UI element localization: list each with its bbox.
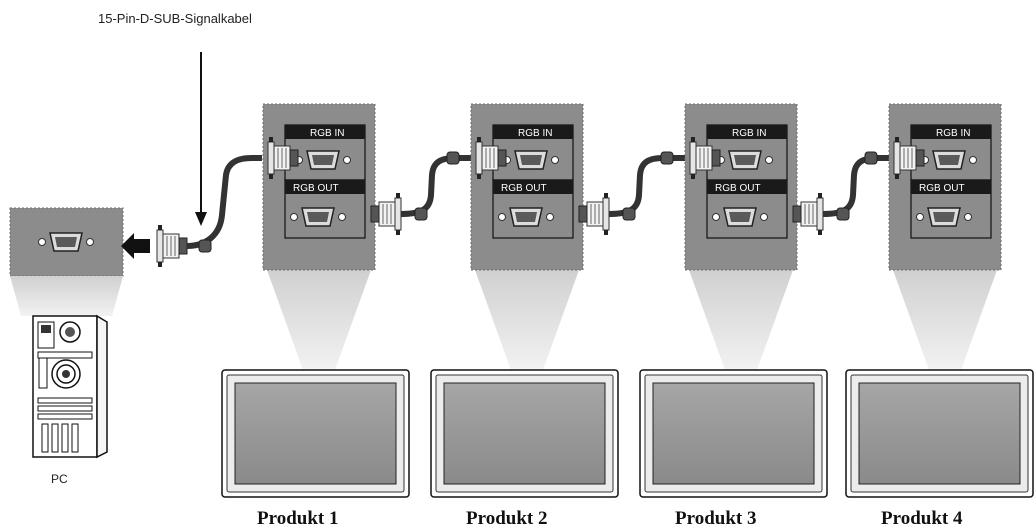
- daisy-chain-cable: [608, 155, 685, 217]
- pc-port-panel: [9, 207, 124, 277]
- rgb-out-port: RGB OUT: [284, 179, 366, 239]
- rgb-in-label: RGB IN: [310, 128, 344, 139]
- product-unit-2: RGB IN RGB OUT Produkt 2: [430, 103, 685, 529]
- rgb-in-label: RGB IN: [936, 128, 970, 139]
- pc-label: PC: [51, 472, 68, 486]
- product-label-4: Produkt 4: [881, 508, 963, 529]
- zoom-beam: [893, 270, 997, 370]
- monitor-icon: [221, 369, 410, 498]
- products-row: RGB IN RGB OUT Produkt 1 RGB IN RGB OUT Produ…: [221, 103, 1034, 529]
- daisy-chain-cable: [822, 155, 889, 217]
- monitor-icon: [430, 369, 619, 498]
- pc-tower-icon: [32, 314, 108, 459]
- zoom-beam: [267, 270, 371, 370]
- rgb-out-label: RGB OUT: [293, 183, 339, 194]
- rgb-out-port: RGB OUT: [910, 179, 992, 239]
- product-unit-1: RGB IN RGB OUT Produkt 1: [221, 103, 471, 529]
- product-label-1: Produkt 1: [257, 508, 338, 529]
- cable-label: 15-Pin-D-SUB-Signalkabel: [98, 11, 252, 26]
- cable-pc-to-product1: [186, 155, 262, 249]
- daisy-chain-cable: [400, 155, 471, 217]
- rgb-out-label: RGB OUT: [715, 183, 761, 194]
- pc-cable-plug-icon: [156, 224, 188, 268]
- zoom-beam: [689, 270, 793, 370]
- rgb-in-port: RGB IN: [284, 124, 366, 181]
- product-label-3: Produkt 3: [675, 508, 756, 529]
- rgb-in-label: RGB IN: [518, 128, 552, 139]
- left-arrow-icon: [121, 233, 150, 259]
- monitor-icon: [639, 369, 828, 498]
- monitor-icon: [845, 369, 1034, 498]
- down-arrow-icon: [195, 52, 207, 226]
- rgb-out-label: RGB OUT: [501, 183, 547, 194]
- pc-zoom-beam: [10, 276, 123, 316]
- product-unit-3: RGB IN RGB OUT Produkt 3: [639, 103, 889, 529]
- product-label-2: Produkt 2: [466, 508, 547, 529]
- zoom-beam: [475, 270, 579, 370]
- rgb-in-label: RGB IN: [732, 128, 766, 139]
- product-unit-4: RGB IN RGB OUT Produkt 4: [845, 103, 1034, 529]
- rgb-out-label: RGB OUT: [919, 183, 965, 194]
- rgb-out-port: RGB OUT: [492, 179, 574, 239]
- rgb-out-port: RGB OUT: [706, 179, 788, 239]
